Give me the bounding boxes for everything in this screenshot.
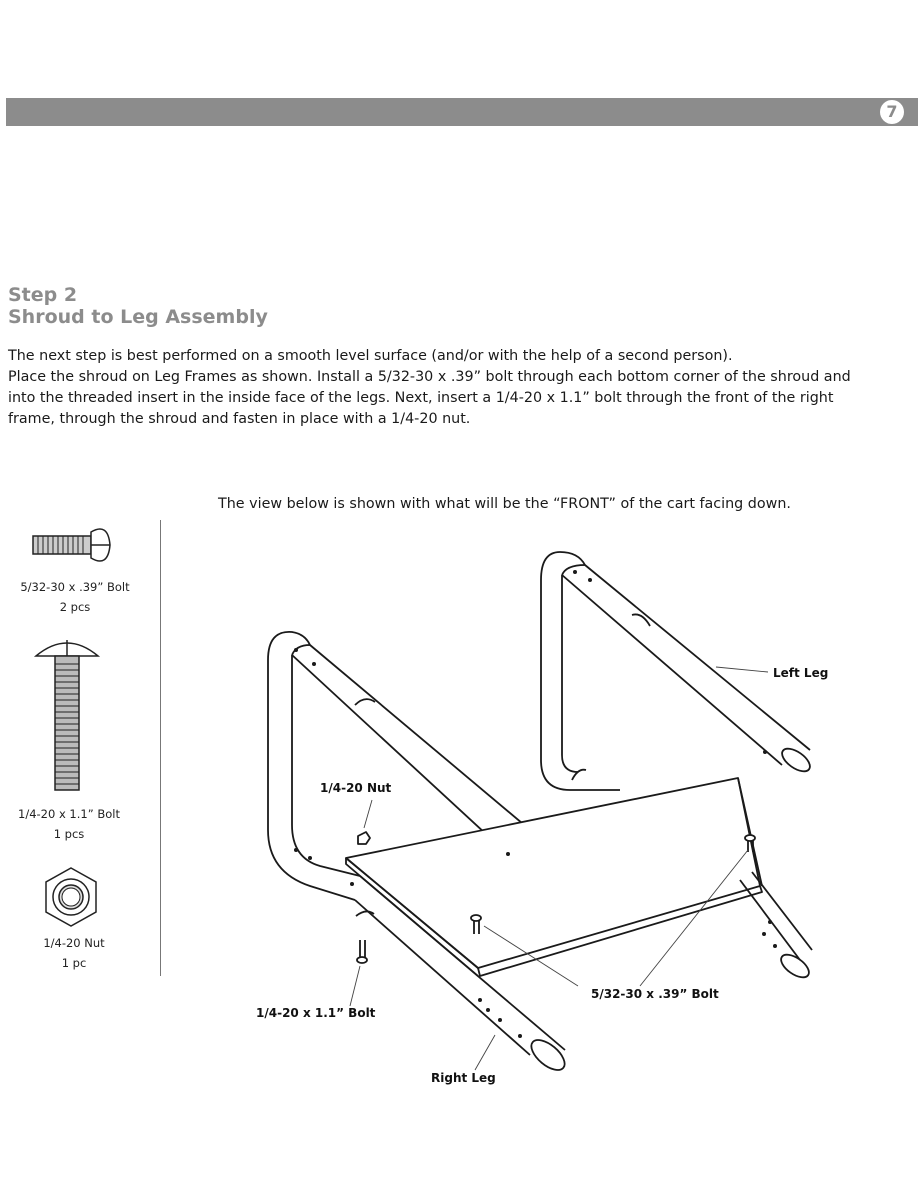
- part-short-bolt-label: 5/32-30 x .39” Bolt 2 pcs: [10, 577, 140, 617]
- part-qty: 2 pcs: [59, 600, 91, 614]
- part-long-bolt-label: 1/4-20 x 1.1” Bolt 1 pcs: [4, 804, 134, 844]
- instruction-line: frame, through the shroud and fasten in …: [8, 411, 471, 427]
- callout-long-bolt: 1/4-20 x 1.1” Bolt: [256, 1006, 376, 1020]
- instructions-text: The next step is best performed on a smo…: [8, 346, 908, 430]
- shroud-panel: [345, 777, 763, 977]
- parts-divider: [160, 520, 161, 976]
- page-number-badge: 7: [880, 100, 904, 124]
- short-bolt-icon: [32, 528, 111, 562]
- part-name: 1/4-20 Nut: [43, 936, 105, 950]
- step-title: Step 2: [8, 284, 78, 306]
- view-note: The view below is shown with what will b…: [218, 496, 791, 512]
- callout-short-bolts: 5/32-30 x .39” Bolt: [591, 987, 719, 1001]
- part-name: 1/4-20 x 1.1” Bolt: [18, 807, 120, 821]
- part-qty: 1 pc: [61, 956, 87, 970]
- hex-nut-icon: [45, 867, 97, 927]
- part-qty: 1 pcs: [53, 827, 85, 841]
- callout-right-leg: Right Leg: [431, 1071, 496, 1085]
- long-bolt-icon: [33, 640, 101, 791]
- step-subtitle: Shroud to Leg Assembly: [8, 306, 268, 328]
- callout-nut: 1/4-20 Nut: [320, 781, 392, 795]
- left-leg-frame: [540, 551, 811, 791]
- callout-left-leg: Left Leg: [773, 666, 829, 680]
- instruction-line: into the threaded insert in the inside f…: [8, 390, 834, 406]
- part-name: 5/32-30 x .39” Bolt: [20, 580, 130, 594]
- part-nut-label: 1/4-20 Nut 1 pc: [9, 933, 139, 973]
- header-bar: 7: [6, 98, 918, 126]
- instruction-line: The next step is best performed on a smo…: [8, 348, 733, 364]
- instruction-line: Place the shroud on Leg Frames as shown.…: [8, 369, 851, 385]
